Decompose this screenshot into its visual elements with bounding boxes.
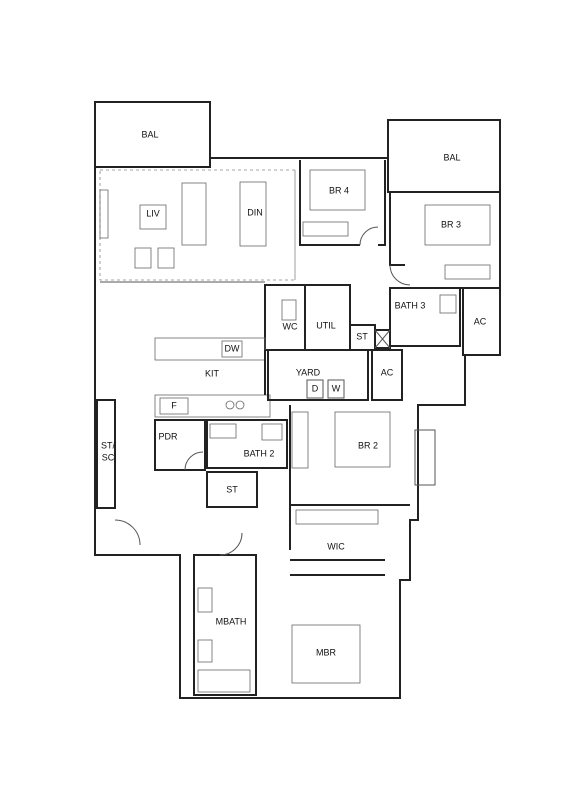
tv-console (99, 189, 109, 239)
label-dw: DW (225, 343, 240, 353)
label-w: W (332, 383, 341, 393)
label-din: DIN (247, 207, 263, 217)
armchair-right (157, 247, 175, 269)
utility-box (374, 329, 391, 349)
label-f: F (171, 400, 177, 410)
st-bottom-room (206, 471, 258, 508)
dishwasher (221, 340, 243, 358)
dryer (306, 379, 324, 399)
bathtub (197, 669, 251, 693)
kitchen-counter-top (154, 337, 266, 361)
br3-bed (424, 204, 491, 246)
label-bath3: BATH 3 (395, 300, 426, 310)
label-yard: YARD (296, 367, 321, 377)
label-st-top: ST (356, 331, 368, 341)
label-ac-top: AC (474, 316, 487, 326)
util-room (304, 284, 351, 351)
bath3-room (389, 287, 461, 347)
br3-wardrobe (444, 264, 491, 280)
label-pdr: PDR (158, 431, 178, 441)
label-liv: LIV (146, 208, 160, 218)
label-kit: KIT (205, 368, 220, 378)
br4-walls (299, 160, 360, 246)
label-br3: BR 3 (441, 219, 461, 229)
balcony-right (387, 119, 501, 193)
label-wc: WC (283, 321, 298, 331)
washer (327, 379, 345, 399)
label-wic: WIC (327, 541, 345, 551)
dining-table (239, 181, 267, 247)
top-wall (95, 157, 390, 193)
sofa (181, 182, 207, 246)
label-mbr: MBR (316, 647, 337, 657)
label-bath2: BATH 2 (244, 448, 275, 458)
label-mbath: MBATH (216, 616, 247, 626)
label-br4: BR 4 (329, 185, 349, 195)
label-bal-right: BAL (443, 152, 460, 162)
label-st-sc-2: SC (102, 452, 115, 462)
ac-mid-room (371, 349, 403, 401)
br2-stair (291, 411, 309, 469)
yard-room (267, 349, 369, 401)
ac-top-room (462, 287, 501, 356)
label-ac-mid: AC (381, 367, 394, 377)
label-bal-left: BAL (141, 129, 158, 139)
mbr-bed (291, 624, 361, 684)
bath2-room (206, 419, 288, 469)
br4-wardrobe (302, 221, 349, 237)
label-util: UTIL (316, 320, 336, 330)
label-st-bottom: ST (226, 484, 238, 494)
label-d: D (312, 383, 319, 393)
label-br2: BR 2 (358, 440, 378, 450)
br2-bed (334, 411, 391, 468)
coffee-table (139, 204, 167, 230)
br4-bed (309, 169, 366, 211)
wic-wardrobe (295, 509, 379, 525)
kitchen-counter-bottom (154, 394, 271, 418)
wc-room (264, 284, 306, 351)
st-sc-room (96, 399, 116, 509)
mbath-room (193, 554, 257, 696)
outer-wall (94, 167, 501, 699)
br3-walls (389, 192, 405, 266)
label-st-sc-1: ST/ (101, 440, 116, 450)
armchair-left (134, 247, 152, 269)
pdr-room (154, 419, 206, 471)
fridge (159, 397, 189, 415)
